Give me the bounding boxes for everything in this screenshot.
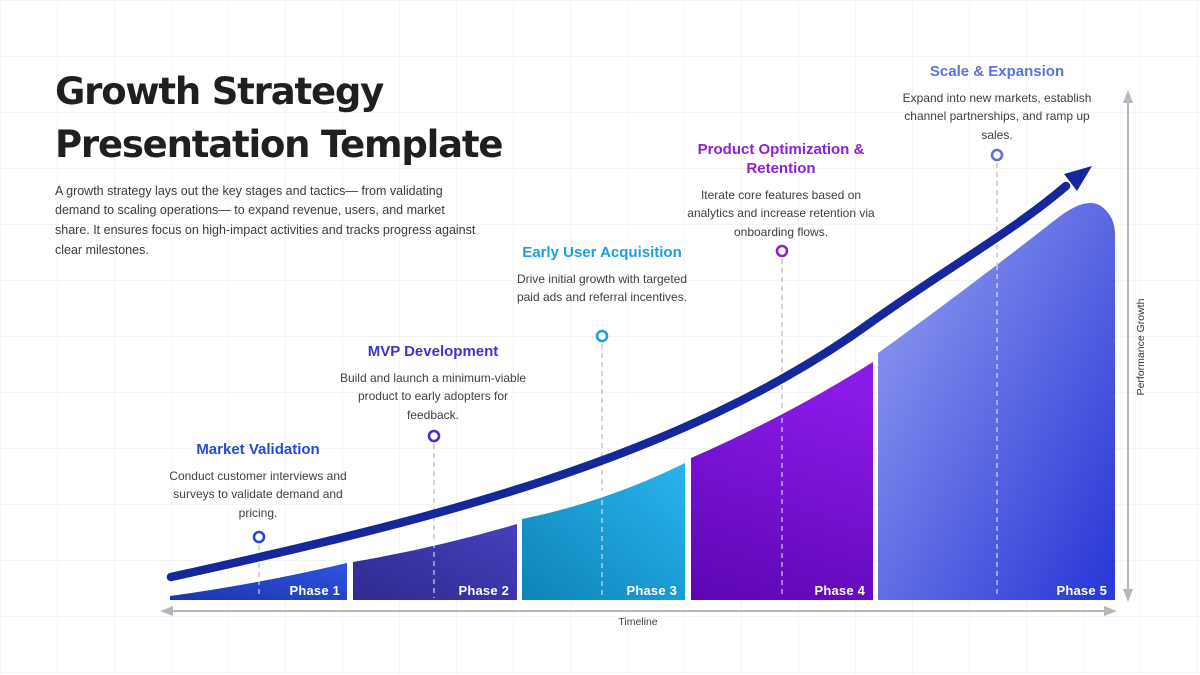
y-axis-label: Performance Growth <box>1135 298 1147 396</box>
slide-intro-text: A growth strategy lays out the key stage… <box>55 183 476 257</box>
x-axis-label: Timeline <box>618 616 658 628</box>
milestone-description: Build and launch a minimum-viable produc… <box>339 370 527 422</box>
phase-1-area <box>170 563 347 600</box>
phase-label-2: Phase 2 <box>458 583 509 598</box>
milestone-marker-icon <box>775 244 789 258</box>
growth-curve <box>166 181 1071 582</box>
milestone-description: Iterate core features based on analytics… <box>687 187 875 239</box>
x-axis-left-arrow-icon <box>160 606 173 616</box>
slide-title: Growth Strategy Presentation Template <box>55 69 503 167</box>
milestone-mvp-development: MVP Development Build and launch a minim… <box>335 343 531 425</box>
growth-curve-arrowhead-icon <box>1064 166 1092 191</box>
milestone-marker-icon <box>252 530 266 544</box>
milestone-early-user-acquisition: Early User Acquisition Drive initial gro… <box>512 244 692 307</box>
milestone-title: Market Validation <box>196 441 320 458</box>
x-axis-right-arrow-icon <box>1104 606 1117 616</box>
phase-3-area <box>522 463 685 600</box>
phase-label-5: Phase 5 <box>1056 583 1107 598</box>
phase-2-area <box>353 524 517 600</box>
milestone-description: Drive initial growth with targeted paid … <box>516 271 688 305</box>
phase-label-4: Phase 4 <box>814 583 865 598</box>
milestone-title: Product Optimization & Retention <box>697 141 865 177</box>
milestone-description: Conduct customer interviews and surveys … <box>169 468 347 520</box>
milestone-product-optimization-retention: Product Optimization & Retention Iterate… <box>685 141 877 241</box>
phase-label-1: Phase 1 <box>289 583 340 598</box>
milestone-title: Scale & Expansion <box>929 63 1065 80</box>
milestone-title: MVP Development <box>367 343 499 360</box>
axes <box>160 90 1133 616</box>
phase-label-3: Phase 3 <box>626 583 677 598</box>
milestone-scale-expansion: Scale & Expansion Expand into new market… <box>897 63 1097 145</box>
milestone-market-validation: Market Validation Conduct customer inter… <box>163 441 353 523</box>
y-axis-top-arrow-icon <box>1123 90 1133 103</box>
y-axis-bottom-arrow-icon <box>1123 589 1133 602</box>
milestone-title: Early User Acquisition <box>522 244 682 261</box>
milestone-marker-icon <box>990 148 1004 162</box>
milestone-droplines <box>258 163 998 598</box>
milestone-description: Expand into new markets, establish chann… <box>902 90 1092 142</box>
milestone-marker-icon <box>595 329 609 343</box>
milestone-marker-icon <box>427 429 441 443</box>
